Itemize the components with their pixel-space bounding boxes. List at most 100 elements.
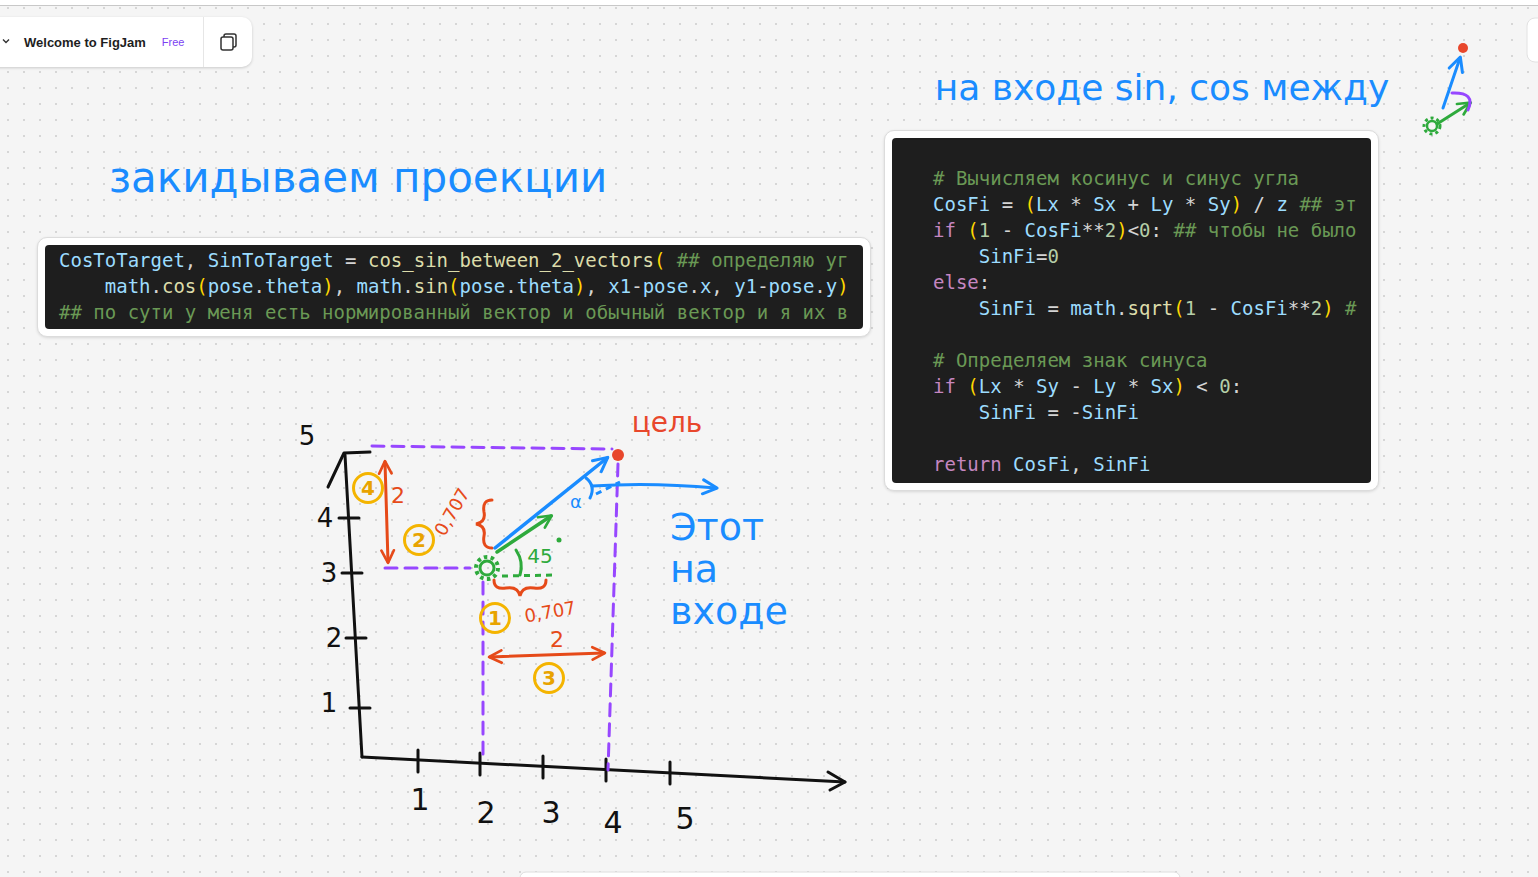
- code-token: [665, 249, 676, 271]
- code-token: [1082, 193, 1093, 215]
- code-line: CosToTarget, SinToTarget = cos_sin_betwe…: [59, 247, 849, 273]
- code-editor: CosToTarget, SinToTarget = cos_sin_betwe…: [45, 245, 863, 329]
- code-token: -: [1208, 297, 1219, 319]
- code-token: Ly: [1151, 193, 1174, 215]
- x-tick: [479, 753, 482, 775]
- callout-number: 4: [361, 478, 375, 498]
- handwritten-note: закидываем проекции: [109, 155, 608, 201]
- code-token: [933, 297, 979, 319]
- code-token: =: [1047, 401, 1058, 423]
- code-token: [334, 249, 345, 271]
- code-token: [1334, 297, 1345, 319]
- callout-circle: 4: [352, 472, 384, 504]
- code-line: ## по сути у меня есть нормированный век…: [59, 299, 849, 325]
- dimension-label: 0,707: [523, 598, 577, 626]
- code-token: [1139, 193, 1150, 215]
- code-token: 1: [979, 219, 990, 241]
- target-vector: [495, 458, 607, 548]
- code-token: [1036, 401, 1047, 423]
- x-axis-head: [828, 772, 845, 790]
- code-token: :: [1151, 219, 1162, 241]
- callout-ring: [405, 526, 434, 555]
- code-token: [933, 245, 979, 267]
- x-axis: [362, 757, 845, 782]
- code-token: ## эт: [1299, 193, 1356, 215]
- plan-badge: Free: [162, 36, 185, 48]
- code-token: SinFi: [979, 245, 1036, 267]
- x-tick: [417, 750, 420, 772]
- dimension-label: 2: [550, 628, 564, 652]
- code-line: return CosFi, SinFi: [933, 451, 1357, 477]
- code-token: [1059, 193, 1070, 215]
- heading-vector: [1437, 103, 1470, 124]
- code-token: =: [1047, 297, 1058, 319]
- code-token: [1059, 297, 1070, 319]
- code-token: ): [1322, 297, 1333, 319]
- callout-number: 2: [412, 530, 426, 550]
- code-token: ## определяю уг: [677, 249, 849, 271]
- y-tick: [339, 517, 359, 520]
- chevron-icon: [2, 38, 12, 46]
- code-block: # Вычисляем косинус и синус углаCosFi = …: [884, 130, 1379, 491]
- code-token: (: [967, 219, 978, 241]
- code-token: [723, 275, 734, 297]
- file-title: Welcome to FigJam: [24, 35, 146, 50]
- code-token: CosToTarget: [59, 249, 185, 271]
- code-token: sqrt: [1128, 297, 1174, 319]
- code-token: <: [1196, 375, 1207, 397]
- callout-ring: [481, 604, 510, 633]
- callout-number: 1: [488, 608, 502, 628]
- code-line: else:: [933, 269, 1357, 295]
- code-token: [1265, 193, 1276, 215]
- angle-arc: [516, 550, 521, 575]
- code-token: :: [979, 271, 990, 293]
- code-token: 0: [1139, 219, 1150, 241]
- axis-tick-label: 4: [317, 504, 334, 533]
- code-token: pose: [208, 275, 254, 297]
- code-line: if (Lx * Sy - Ly * Sx) < 0:: [933, 373, 1357, 399]
- code-token: =: [1036, 245, 1047, 267]
- code-token: z: [1276, 193, 1287, 215]
- code-token: SinFi: [1082, 401, 1139, 423]
- code-token: pose: [769, 275, 815, 297]
- code-token: 2: [1311, 297, 1322, 319]
- code-token: SinFi: [979, 401, 1036, 423]
- code-token: *: [1013, 375, 1024, 397]
- code-editor: # Вычисляем косинус и синус углаCosFi = …: [892, 138, 1371, 483]
- axis-tick-label: 1: [321, 689, 338, 718]
- code-token: Sy: [1036, 375, 1059, 397]
- axis-tick-label: 3: [321, 559, 338, 588]
- code-token: [1013, 193, 1024, 215]
- top-bar: [0, 0, 1538, 5]
- reference-line: [502, 575, 556, 576]
- code-token: [1242, 193, 1253, 215]
- code-token: *: [1128, 375, 1139, 397]
- code-token: .: [1116, 297, 1127, 319]
- code-token: *: [1070, 193, 1081, 215]
- code-token: (: [196, 275, 207, 297]
- code-token: y: [826, 275, 837, 297]
- callout-number: 3: [542, 668, 556, 688]
- code-block: CosToTarget, SinToTarget = cos_sin_betwe…: [37, 237, 871, 337]
- axis-tick-label: 5: [675, 802, 694, 835]
- code-token: CosFi: [1025, 219, 1082, 241]
- code-token: math: [105, 275, 151, 297]
- code-token: .: [151, 275, 162, 297]
- code-line: SinFi=0: [933, 243, 1357, 269]
- code-token: Sy: [1208, 193, 1231, 215]
- code-line: # Вычисляем косинус и синус угла: [933, 165, 1357, 191]
- code-token: .: [688, 275, 699, 297]
- code-token: y1: [734, 275, 757, 297]
- code-token: [1002, 375, 1013, 397]
- target-dot: [612, 449, 624, 461]
- angle-arc: [586, 478, 592, 498]
- code-token: cos_sin_between_2_vectors: [368, 249, 654, 271]
- x-tick: [542, 756, 545, 778]
- degree-mark: [557, 538, 562, 543]
- code-token: Ly: [1093, 375, 1116, 397]
- code-token: [1059, 375, 1070, 397]
- code-token: [345, 275, 356, 297]
- axis-tick-label: 1: [410, 783, 429, 816]
- code-token: [1208, 375, 1219, 397]
